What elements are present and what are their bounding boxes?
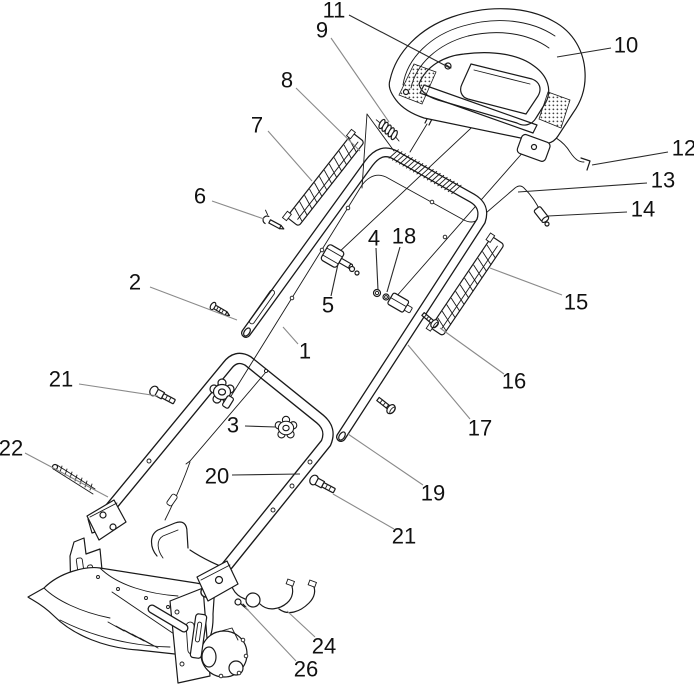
leader-line-right-grip-pad	[489, 267, 563, 296]
threaded-rod-22	[51, 463, 96, 495]
callout-label-21-carriage-bolt-right: 21	[392, 524, 416, 549]
leader-line-lock-nut	[375, 247, 379, 291]
callout-label-19-lower-clamp: 19	[421, 481, 445, 506]
callout-label-8-bend-bracket: 8	[281, 68, 293, 93]
leader-line-left-grip-pad	[267, 130, 313, 182]
spring-9	[375, 118, 400, 142]
callout-label-2-handle-screw: 2	[129, 270, 141, 295]
leader-line-bail-pivot-bolt	[348, 14, 451, 69]
callout-label-11-bail-pivot-bolt: 11	[323, 0, 346, 23]
lock-nut-4	[372, 288, 382, 298]
leader-line-tapping-screw	[439, 327, 505, 375]
upper-handle	[241, 147, 488, 442]
callout-label-26-wire-screw: 26	[294, 657, 318, 682]
callout-label-1-upper-handle: 1	[299, 339, 311, 364]
callout-label-12-cable-z-fitting: 12	[672, 136, 694, 161]
leader-line-bail-handle	[556, 47, 612, 58]
star-knob-3	[274, 415, 298, 439]
tiller-body	[27, 511, 249, 684]
callout-label-4-lock-nut: 4	[368, 226, 380, 251]
leader-line-lower-handle	[231, 473, 301, 476]
clip-bolt-6	[262, 209, 285, 230]
leader-line-carriage-bolt-left	[78, 383, 159, 397]
handle-support-bracket	[150, 521, 189, 559]
nut-18	[382, 293, 390, 301]
callout-label-7-left-grip-pad: 7	[251, 113, 263, 138]
leader-line-cable-z-fitting	[591, 151, 669, 166]
tapping-screw-16	[421, 312, 439, 329]
leader-line-upper-handle	[282, 326, 299, 345]
crossbar-coil	[388, 149, 462, 195]
callout-label-14-cable-ferrule: 14	[631, 197, 655, 222]
carriage-bolt-right	[309, 474, 336, 494]
lower-handle	[86, 352, 334, 602]
callout-label-15-right-grip-pad: 15	[564, 290, 588, 315]
callout-label-20-lower-handle: 20	[205, 464, 229, 489]
callout-label-9-spring: 9	[316, 18, 328, 43]
leader-line-cable-clamp	[330, 263, 339, 297]
bail-handle	[388, 8, 586, 162]
clamp-block-18	[387, 292, 413, 314]
leader-line-spring	[330, 37, 390, 123]
callout-label-3-star-knob: 3	[227, 413, 239, 438]
leader-line-star-knob	[244, 425, 277, 428]
leader-line-nut-and-block	[386, 246, 401, 293]
bend-bracket	[361, 113, 395, 189]
inner-rod	[164, 368, 269, 521]
cable-clamp-5	[320, 244, 360, 276]
callout-label-18-nut-and-block: 18	[392, 224, 416, 249]
left-grip-pad	[281, 128, 364, 226]
cable-ferrule-14	[533, 206, 550, 224]
leader-line-cable-ferrule	[547, 211, 628, 217]
callout-label-22-threaded-rod: 22	[0, 436, 23, 461]
callout-label-16-tapping-screw: 16	[502, 369, 526, 394]
leader-line-handle-screw	[149, 286, 238, 321]
callout-label-6-clip-bolt: 6	[194, 184, 206, 209]
callout-label-17-handle-bolt: 17	[468, 416, 492, 441]
leader-line-lower-clamp	[347, 433, 424, 486]
handle-bolt-17	[376, 396, 396, 415]
leader-line-wire-screw	[244, 606, 297, 662]
leader-line-threaded-rod	[24, 452, 109, 498]
callout-label-13-control-cable: 13	[651, 168, 675, 193]
control-cable	[222, 129, 591, 409]
callout-label-24-wire-bail: 24	[312, 634, 336, 659]
right-grip-pad	[425, 232, 504, 336]
leader-line-clip-bolt	[211, 200, 265, 220]
callout-label-21-carriage-bolt-left: 21	[49, 367, 73, 392]
leader-line-control-cable	[517, 182, 648, 193]
handle-screw-2	[209, 301, 231, 317]
leader-line-handle-bolt	[407, 344, 471, 420]
z-fitting-12	[580, 157, 591, 171]
leader-line-carriage-bolt-right	[332, 493, 395, 530]
leader-line-bend-bracket	[295, 87, 361, 152]
callout-label-5-cable-clamp: 5	[322, 293, 334, 318]
callout-label-10-bail-handle: 10	[614, 33, 638, 58]
leader-line-wire-bail	[286, 610, 316, 638]
